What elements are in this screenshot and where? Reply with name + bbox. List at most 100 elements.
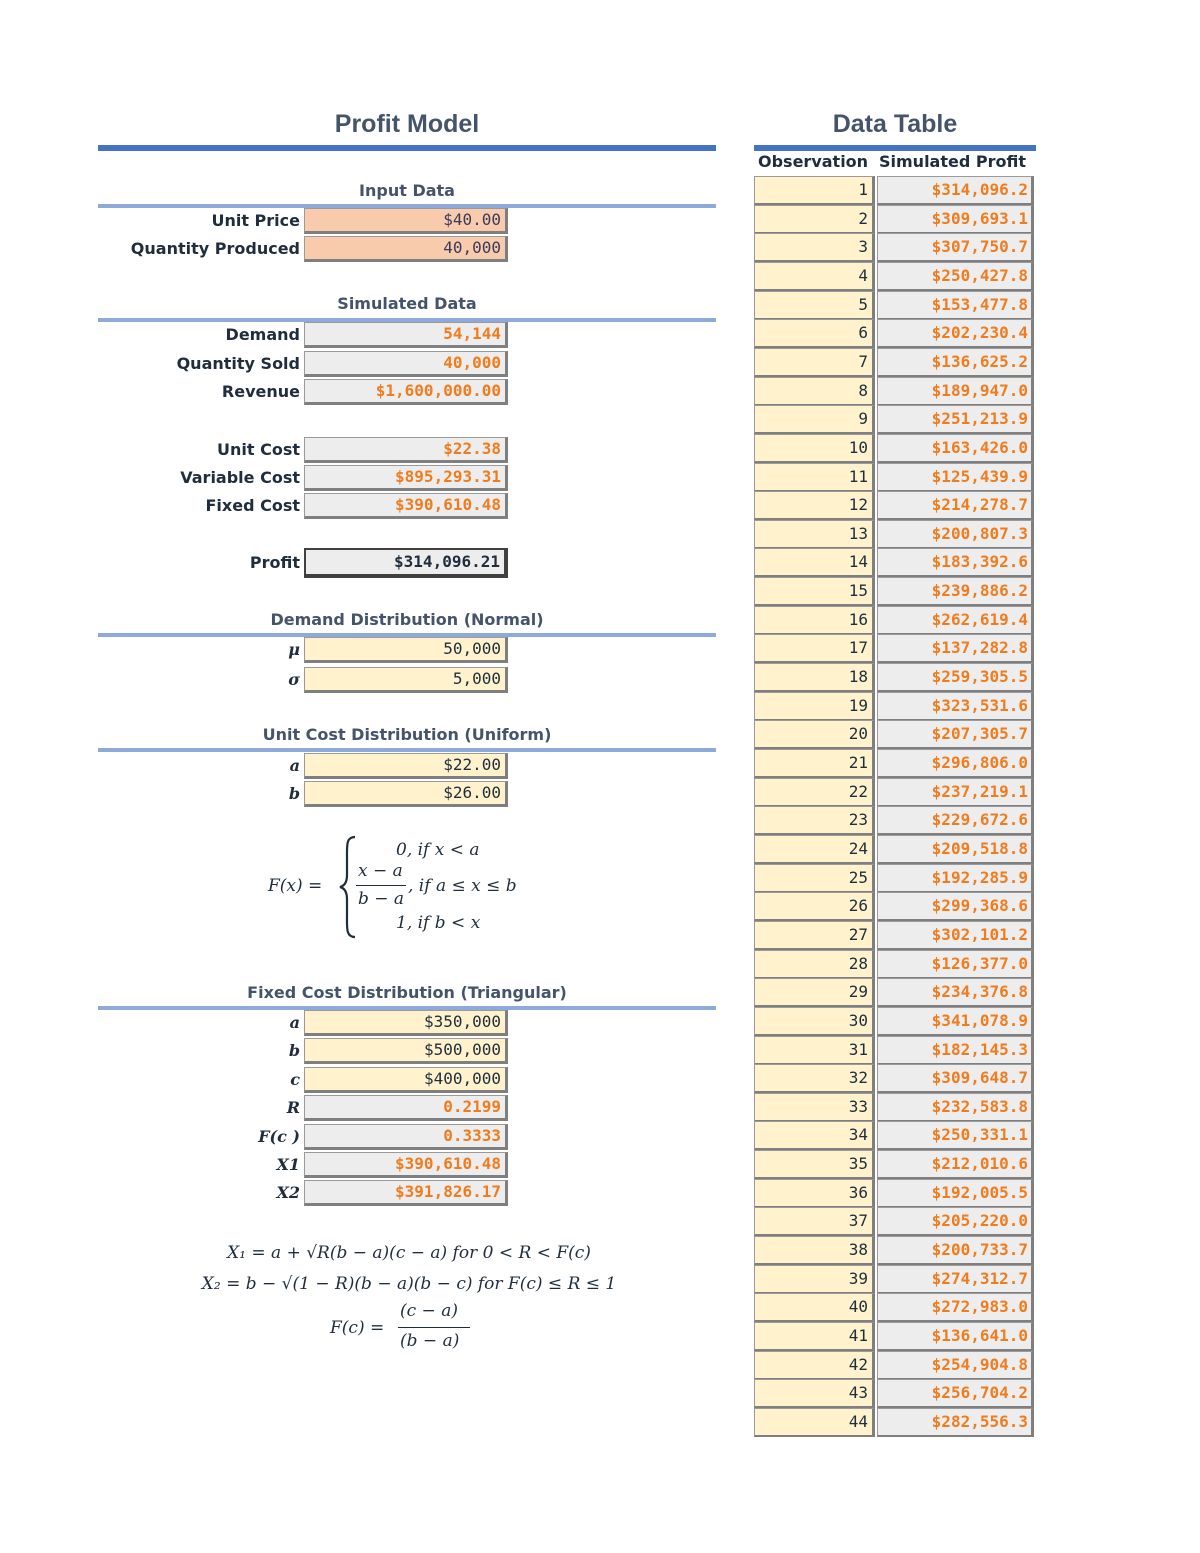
random-r-cell[interactable]: 0.2199: [304, 1095, 508, 1121]
mu-input[interactable]: 50,000: [304, 637, 508, 663]
unit-cost-cell[interactable]: $22.38: [304, 437, 508, 463]
observation-cell[interactable]: 26: [754, 892, 875, 921]
simulated-profit-cell[interactable]: $202,230.4: [877, 319, 1034, 348]
uniform-a-input[interactable]: $22.00: [304, 753, 508, 779]
simulated-profit-cell[interactable]: $251,213.9: [877, 405, 1034, 434]
observation-cell[interactable]: 22: [754, 778, 875, 807]
observation-cell[interactable]: 1: [754, 176, 875, 205]
simulated-profit-cell[interactable]: $207,305.7: [877, 720, 1034, 749]
demand-cell[interactable]: 54,144: [304, 322, 508, 348]
observation-cell[interactable]: 21: [754, 749, 875, 778]
simulated-profit-cell[interactable]: $214,278.7: [877, 491, 1034, 520]
simulated-profit-cell[interactable]: $254,904.8: [877, 1351, 1034, 1380]
simulated-profit-cell[interactable]: $125,439.9: [877, 463, 1034, 492]
simulated-profit-cell[interactable]: $183,392.6: [877, 548, 1034, 577]
simulated-profit-cell[interactable]: $274,312.7: [877, 1265, 1034, 1294]
simulated-profit-cell[interactable]: $250,331.1: [877, 1121, 1034, 1150]
observation-cell[interactable]: 17: [754, 634, 875, 663]
observation-cell[interactable]: 16: [754, 606, 875, 635]
observation-cell[interactable]: 12: [754, 491, 875, 520]
observation-cell[interactable]: 32: [754, 1064, 875, 1093]
sigma-input[interactable]: 5,000: [304, 667, 508, 693]
simulated-profit-cell[interactable]: $200,733.7: [877, 1236, 1034, 1265]
simulated-profit-cell[interactable]: $234,376.8: [877, 978, 1034, 1007]
simulated-profit-cell[interactable]: $309,648.7: [877, 1064, 1034, 1093]
observation-cell[interactable]: 5: [754, 291, 875, 320]
profit-cell[interactable]: $314,096.21: [304, 548, 508, 578]
simulated-profit-cell[interactable]: $136,625.2: [877, 348, 1034, 377]
simulated-profit-cell[interactable]: $237,219.1: [877, 778, 1034, 807]
simulated-profit-cell[interactable]: $153,477.8: [877, 291, 1034, 320]
observation-cell[interactable]: 3: [754, 233, 875, 262]
revenue-cell[interactable]: $1,600,000.00: [304, 379, 508, 405]
simulated-profit-cell[interactable]: $307,750.7: [877, 233, 1034, 262]
x1-cell[interactable]: $390,610.48: [304, 1152, 508, 1178]
simulated-profit-cell[interactable]: $262,619.4: [877, 606, 1034, 635]
observation-cell[interactable]: 15: [754, 577, 875, 606]
f-of-c-cell[interactable]: 0.3333: [304, 1124, 508, 1150]
observation-cell[interactable]: 44: [754, 1408, 875, 1437]
simulated-profit-cell[interactable]: $192,285.9: [877, 864, 1034, 893]
simulated-profit-cell[interactable]: $137,282.8: [877, 634, 1034, 663]
observation-cell[interactable]: 8: [754, 377, 875, 406]
simulated-profit-cell[interactable]: $272,983.0: [877, 1293, 1034, 1322]
simulated-profit-cell[interactable]: $192,005.5: [877, 1179, 1034, 1208]
simulated-profit-cell[interactable]: $182,145.3: [877, 1036, 1034, 1065]
triangular-c-input[interactable]: $400,000: [304, 1067, 508, 1093]
simulated-profit-cell[interactable]: $239,886.2: [877, 577, 1034, 606]
observation-cell[interactable]: 7: [754, 348, 875, 377]
observation-cell[interactable]: 9: [754, 405, 875, 434]
unit-price-input[interactable]: $40.00: [304, 208, 508, 234]
observation-cell[interactable]: 23: [754, 806, 875, 835]
triangular-a-input[interactable]: $350,000: [304, 1010, 508, 1036]
simulated-profit-cell[interactable]: $296,806.0: [877, 749, 1034, 778]
observation-cell[interactable]: 30: [754, 1007, 875, 1036]
simulated-profit-cell[interactable]: $323,531.6: [877, 692, 1034, 721]
simulated-profit-cell[interactable]: $200,807.3: [877, 520, 1034, 549]
simulated-profit-cell[interactable]: $126,377.0: [877, 950, 1034, 979]
triangular-b-input[interactable]: $500,000: [304, 1038, 508, 1064]
variable-cost-cell[interactable]: $895,293.31: [304, 465, 508, 491]
observation-cell[interactable]: 25: [754, 864, 875, 893]
observation-cell[interactable]: 36: [754, 1179, 875, 1208]
observation-cell[interactable]: 11: [754, 463, 875, 492]
observation-cell[interactable]: 2: [754, 205, 875, 234]
observation-cell[interactable]: 43: [754, 1379, 875, 1408]
simulated-profit-cell[interactable]: $232,583.8: [877, 1093, 1034, 1122]
observation-cell[interactable]: 39: [754, 1265, 875, 1294]
simulated-profit-cell[interactable]: $302,101.2: [877, 921, 1034, 950]
observation-cell[interactable]: 20: [754, 720, 875, 749]
simulated-profit-cell[interactable]: $136,641.0: [877, 1322, 1034, 1351]
uniform-b-input[interactable]: $26.00: [304, 781, 508, 807]
simulated-profit-cell[interactable]: $229,672.6: [877, 806, 1034, 835]
observation-cell[interactable]: 19: [754, 692, 875, 721]
simulated-profit-cell[interactable]: $314,096.2: [877, 176, 1034, 205]
simulated-profit-cell[interactable]: $212,010.6: [877, 1150, 1034, 1179]
observation-cell[interactable]: 35: [754, 1150, 875, 1179]
observation-cell[interactable]: 10: [754, 434, 875, 463]
observation-cell[interactable]: 13: [754, 520, 875, 549]
observation-cell[interactable]: 4: [754, 262, 875, 291]
simulated-profit-cell[interactable]: $163,426.0: [877, 434, 1034, 463]
observation-cell[interactable]: 28: [754, 950, 875, 979]
quantity-sold-cell[interactable]: 40,000: [304, 351, 508, 377]
observation-cell[interactable]: 34: [754, 1121, 875, 1150]
simulated-profit-cell[interactable]: $189,947.0: [877, 377, 1034, 406]
simulated-profit-cell[interactable]: $309,693.1: [877, 205, 1034, 234]
simulated-profit-cell[interactable]: $209,518.8: [877, 835, 1034, 864]
observation-cell[interactable]: 41: [754, 1322, 875, 1351]
simulated-profit-cell[interactable]: $205,220.0: [877, 1207, 1034, 1236]
simulated-profit-cell[interactable]: $250,427.8: [877, 262, 1034, 291]
observation-cell[interactable]: 33: [754, 1093, 875, 1122]
observation-cell[interactable]: 40: [754, 1293, 875, 1322]
fixed-cost-cell[interactable]: $390,610.48: [304, 493, 508, 519]
observation-cell[interactable]: 42: [754, 1351, 875, 1380]
observation-cell[interactable]: 37: [754, 1207, 875, 1236]
quantity-produced-input[interactable]: 40,000: [304, 236, 508, 262]
simulated-profit-cell[interactable]: $282,556.3: [877, 1408, 1034, 1437]
observation-cell[interactable]: 38: [754, 1236, 875, 1265]
simulated-profit-cell[interactable]: $256,704.2: [877, 1379, 1034, 1408]
observation-cell[interactable]: 6: [754, 319, 875, 348]
simulated-profit-cell[interactable]: $341,078.9: [877, 1007, 1034, 1036]
observation-cell[interactable]: 18: [754, 663, 875, 692]
